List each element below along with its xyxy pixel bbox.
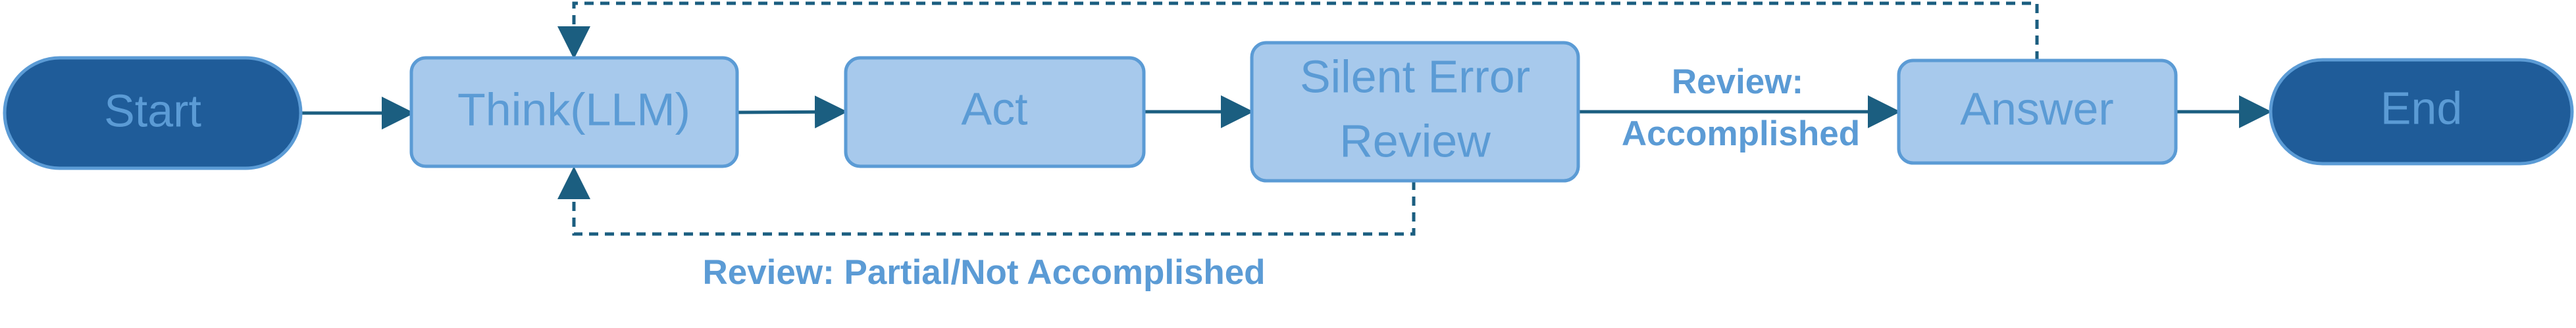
act-node: Act [844,56,1146,168]
end-label: End [2381,82,2463,133]
think-node: Think(LLM) [409,56,739,168]
think-label: Think(LLM) [457,83,690,135]
act-label: Act [961,83,1027,134]
start-node: Start [3,56,303,170]
accomplished-label-line2: Accomplished [1622,114,1860,153]
review-label-line1: Silent Error [1300,51,1530,102]
review-label-line2: Review [1339,115,1491,166]
end-node: End [2269,58,2574,166]
silent-error-review-node: Silent Error Review [1250,41,1580,183]
answer-label: Answer [1960,83,2113,134]
not-accomplished-label: Review: Partial/Not Accomplished [702,253,1265,292]
arrow-review-loop-to-think [557,166,1416,236]
accomplished-label-line1: Review: [1672,62,1803,101]
start-label: Start [104,85,201,136]
answer-node: Answer [1897,59,2178,165]
